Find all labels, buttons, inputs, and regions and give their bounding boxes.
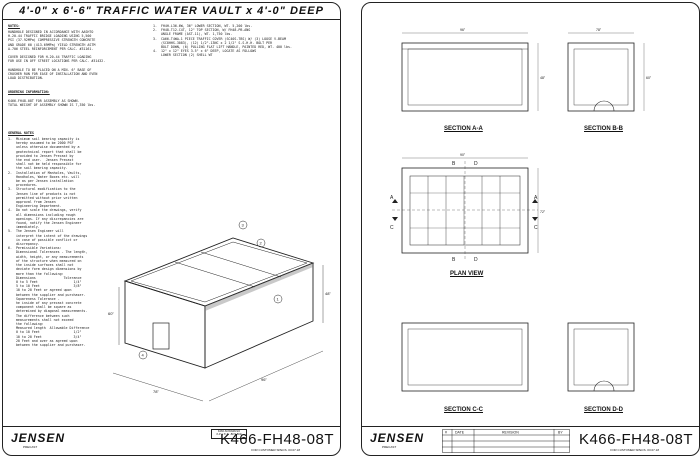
- dim-96: 96": [261, 377, 267, 382]
- rev-header-number: #: [445, 431, 447, 435]
- general-notes-text: 1. Minimum soil bearing capacity is here…: [8, 137, 90, 347]
- logo-subtitle: PRECAST: [382, 445, 397, 449]
- company-logo: JENSEN: [11, 431, 66, 445]
- dim-plan-width: 90": [460, 153, 466, 157]
- drawing-title: 4'-0" x 6'-6" TRAFFIC WATER VAULT x 4'-0…: [3, 3, 340, 20]
- dim-60: 60": [108, 311, 114, 316]
- dim-48: 48": [325, 291, 331, 296]
- notes-header: NOTES:: [8, 24, 20, 28]
- logo-subtitle: PRECAST: [23, 445, 38, 449]
- right-drawing-sheet: A A B B C C D D 96" 78" 48" 60" 90" 72" …: [361, 2, 700, 456]
- cut-letter-c-right: C: [534, 225, 538, 231]
- section-aa-label: SECTION A-A: [444, 126, 483, 132]
- notes-column-1: HANDHOLE DESIGNED IN ACCORDANCE WITH AAS…: [8, 30, 106, 81]
- dim-78: 78": [153, 389, 159, 394]
- cut-letter-d-top: D: [474, 161, 478, 167]
- dim-section-bb-height: 60": [646, 76, 652, 80]
- section-views-drawing: A A B B C C D D 96" 78" 48" 60" 90" 72": [390, 28, 652, 392]
- cut-letter-d-bottom: D: [474, 257, 478, 263]
- section-dd-label: SECTION D-D: [584, 407, 623, 413]
- dim-plan-height: 72": [540, 210, 546, 214]
- part-subtitle: FOR CUSTOMER SPECS. 03.07.18: [610, 448, 659, 452]
- ordering-text: K466-FH48-08T FOR ASSEMBLY AS SHOWN. TOT…: [8, 99, 96, 108]
- isometric-vault-drawing: 3 1 2 4 78" 96" 48" 60": [108, 220, 331, 402]
- notes-column-2: 1. FH4H-L36-6W, 36" LOWER SECTION, WT. 5…: [153, 24, 292, 58]
- plan-view-label: PLAN VIEW: [450, 271, 484, 277]
- callout-3: 3: [242, 223, 245, 228]
- rev-header-revision: REVISION: [502, 431, 519, 435]
- general-notes-header: GENERAL NOTES: [8, 131, 34, 135]
- rev-header-by: BY: [558, 431, 563, 435]
- cut-letter-a-right: A: [534, 195, 538, 201]
- section-bb-label: SECTION B-B: [584, 126, 623, 132]
- dim-section-aa-width: 96": [460, 28, 466, 32]
- title-block: JENSEN PRECAST # DATE REVISION BY K466-F…: [362, 426, 699, 455]
- part-number: K466-FH48-08T: [219, 431, 334, 448]
- cut-letter-b-top: B: [452, 161, 456, 167]
- callout-1: 1: [277, 297, 280, 302]
- ordering-header: ORDERING INFORMATION:: [8, 90, 50, 94]
- rev-header-date: DATE: [455, 431, 465, 435]
- part-subtitle: FOR CUSTOMER SPECS. 03.07.18: [251, 448, 300, 452]
- cut-letter-b-bottom: B: [452, 257, 456, 263]
- cut-letter-c-left: C: [390, 225, 394, 231]
- part-number: K466-FH48-08T: [578, 431, 693, 448]
- callout-4: 4: [142, 353, 145, 358]
- dim-section-bb-width: 78": [596, 28, 602, 32]
- dim-section-aa-height: 48": [540, 76, 546, 80]
- callout-2: 2: [260, 241, 263, 246]
- section-cc-label: SECTION C-C: [444, 407, 483, 413]
- cut-letter-a-left: A: [390, 195, 394, 201]
- revision-table: # DATE REVISION BY: [442, 429, 570, 453]
- company-logo: JENSEN: [370, 431, 425, 445]
- left-drawing-sheet: 4'-0" x 6'-6" TRAFFIC WATER VAULT x 4'-0…: [2, 2, 341, 456]
